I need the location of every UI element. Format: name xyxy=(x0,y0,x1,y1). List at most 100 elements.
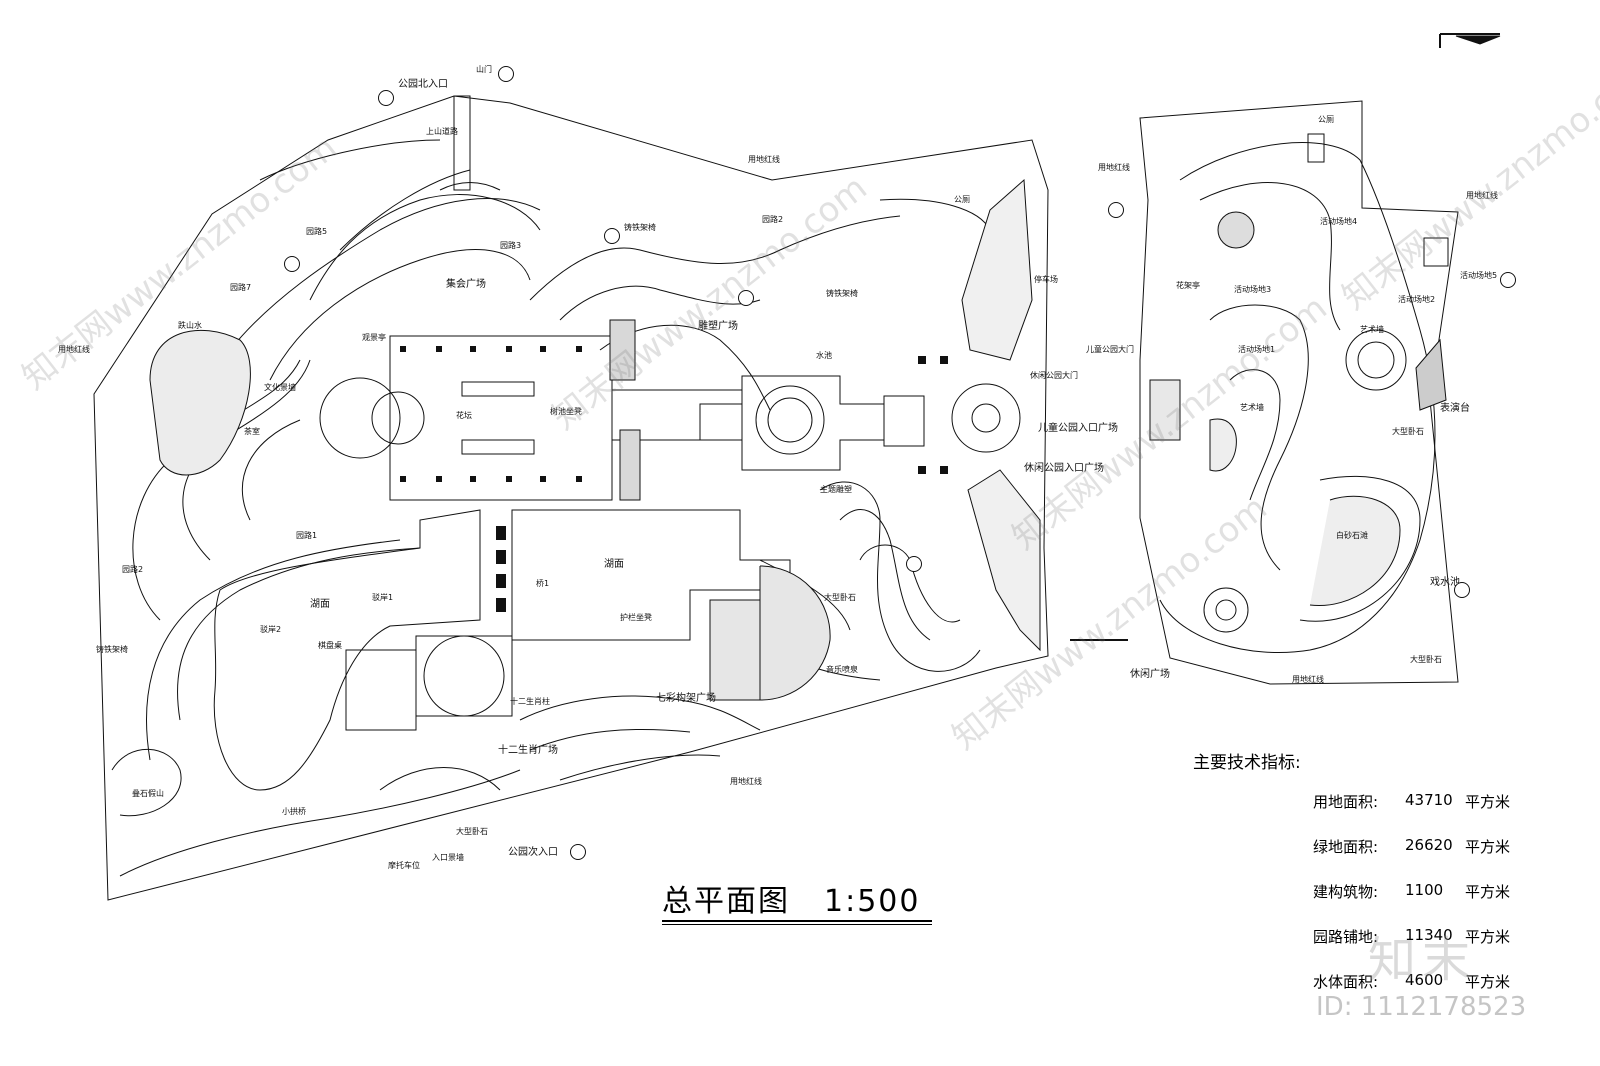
ref-bubble xyxy=(738,290,754,306)
label-entrance-wall: 入口景墙 xyxy=(432,853,464,862)
label-tree-pool: 树池坐凳 xyxy=(550,407,582,416)
tech-value: 4600 xyxy=(1405,971,1444,989)
tech-unit: 平方米 xyxy=(1465,838,1511,856)
label-fountain-waterscape: 跌山水 xyxy=(178,321,202,330)
label-iron-chair2: 铸铁架椅 xyxy=(826,289,858,298)
drawing-scale: 1:500 xyxy=(824,884,921,919)
label-iron-chair3: 铸铁架椅 xyxy=(96,645,128,654)
ref-bubble xyxy=(378,90,394,106)
ref-bubble xyxy=(284,256,300,272)
tech-value: 1100 xyxy=(1405,881,1444,899)
rainbow-square-fan xyxy=(709,565,831,701)
label-leisure-entrance-square: 休闲公园入口广场 xyxy=(1024,463,1104,474)
ref-bubble xyxy=(570,844,586,860)
label-secondary-entrance: 公园次入口 xyxy=(508,847,558,858)
tech-row: 水体面积: 4600 平方米 xyxy=(1193,971,1553,1016)
label-redline-left: 用地红线 xyxy=(58,345,90,354)
ref-bubble xyxy=(1454,582,1470,598)
label-toilet-left: 公厕 xyxy=(954,195,970,204)
label-sculpture-square: 雕塑广场 xyxy=(698,321,738,332)
tech-label: 绿地面积: xyxy=(1313,838,1379,856)
label-children-entrance-square: 儿童公园入口广场 xyxy=(1038,423,1118,434)
site-boundary-left xyxy=(93,95,1049,901)
tech-row: 用地面积: 43710 平方米 xyxy=(1193,791,1553,836)
label-toilet-right: 公厕 xyxy=(1318,115,1334,124)
tech-row: 绿地面积: 26620 平方米 xyxy=(1193,836,1553,881)
label-musical-fountain: 音乐喷泉 xyxy=(826,665,858,674)
label-zodiac-pillar: 十二生肖柱 xyxy=(510,697,550,706)
tech-unit: 平方米 xyxy=(1465,973,1511,991)
tech-value: 11340 xyxy=(1405,926,1453,944)
label-viewing-pavilion: 观景亭 xyxy=(362,333,386,342)
label-activity4: 活动场地4 xyxy=(1320,217,1358,226)
label-redline-right3: 用地红线 xyxy=(1292,675,1324,684)
label-art-wall1: 艺术墙 xyxy=(1360,325,1384,334)
label-mountain-gate: 山门 xyxy=(476,65,492,74)
site-boundary-right xyxy=(1139,100,1459,685)
tech-label: 园路铺地: xyxy=(1313,928,1379,946)
label-lake-left: 湖面 xyxy=(310,599,330,610)
label-bridge1: 桥1 xyxy=(536,579,550,588)
label-water-pool: 水池 xyxy=(816,351,832,360)
label-path1: 园路1 xyxy=(296,531,318,540)
label-rockery: 叠石假山 xyxy=(132,789,164,798)
label-path5: 园路5 xyxy=(306,227,328,236)
label-big-stone2: 大型卧石 xyxy=(456,827,488,836)
label-tea-house: 茶室 xyxy=(244,427,260,436)
label-rainbow-square: 七彩构架广场 xyxy=(656,693,716,704)
label-activity1: 活动场地1 xyxy=(1238,345,1276,354)
label-activity2: 活动场地2 xyxy=(1398,295,1436,304)
tech-value: 26620 xyxy=(1405,836,1453,854)
label-culture-corridor: 文化景墙 xyxy=(264,383,296,392)
ref-bubble xyxy=(1500,272,1516,288)
label-activity3: 活动场地3 xyxy=(1234,285,1272,294)
watermark-id: ID: 1112178523 xyxy=(1316,992,1527,1022)
label-big-stone3: 大型卧石 xyxy=(1392,427,1424,436)
label-sand-pool: 戏水池 xyxy=(1430,577,1460,588)
label-path2-top: 园路2 xyxy=(762,215,784,224)
ref-bubble xyxy=(498,66,514,82)
tech-heading: 主要技术指标: xyxy=(1193,753,1301,773)
label-redline-right2: 用地红线 xyxy=(1466,191,1498,200)
label-activity5: 活动场地5 xyxy=(1460,271,1498,280)
label-iron-chair1: 铸铁架椅 xyxy=(624,223,656,232)
label-big-stone4: 大型卧石 xyxy=(1410,655,1442,664)
label-white-sand: 白砂石滩 xyxy=(1336,531,1368,540)
label-north-entrance: 公园北入口 xyxy=(398,79,448,90)
label-art-wall2: 艺术墙 xyxy=(1240,403,1264,412)
tech-value: 43710 xyxy=(1405,791,1453,809)
label-revetment2: 驳岸2 xyxy=(260,625,282,634)
drawing-title: 总平面图 xyxy=(662,884,790,919)
label-path3: 园路3 xyxy=(500,241,522,250)
label-flower-bed: 花坛 xyxy=(456,411,472,420)
title-underline xyxy=(662,920,932,922)
ref-bubble xyxy=(604,228,620,244)
label-redline-right1: 用地红线 xyxy=(1098,163,1130,172)
label-children-gate: 儿童公园大门 xyxy=(1086,345,1134,354)
tech-row: 园路铺地: 11340 平方米 xyxy=(1193,926,1553,971)
label-redline-top: 用地红线 xyxy=(748,155,780,164)
label-path2-left: 园路2 xyxy=(122,565,144,574)
label-redline-bottom: 用地红线 xyxy=(730,777,762,786)
label-bike-parking: 摩托车位 xyxy=(388,861,420,870)
tech-label: 水体面积: xyxy=(1313,973,1379,991)
technical-indicators: 主要技术指标: 用地面积: 43710 平方米 绿地面积: 26620 平方米 … xyxy=(1193,748,1553,1016)
drawing-title-block: 总平面图 1:500 xyxy=(662,876,932,925)
label-lake-center: 湖面 xyxy=(604,559,624,570)
tech-unit: 平方米 xyxy=(1465,793,1511,811)
label-assembly-square: 集会广场 xyxy=(446,279,486,290)
label-parking: 停车场 xyxy=(1034,275,1058,284)
tech-label: 用地面积: xyxy=(1313,793,1379,811)
label-flower-stand: 花架亭 xyxy=(1176,281,1200,290)
ref-bubble xyxy=(906,556,922,572)
title-underline-thin xyxy=(662,924,932,925)
label-uphill-steps: 上山道路 xyxy=(426,127,458,136)
label-revetment1: 驳岸1 xyxy=(372,593,394,602)
tech-unit: 平方米 xyxy=(1465,883,1511,901)
label-chess: 棋盘桌 xyxy=(318,641,342,650)
watermark-brand: 知末 xyxy=(1368,932,1477,988)
label-path7: 园路7 xyxy=(230,283,252,292)
lake-outline xyxy=(213,509,481,791)
tech-row: 建构筑物: 1100 平方米 xyxy=(1193,881,1553,926)
